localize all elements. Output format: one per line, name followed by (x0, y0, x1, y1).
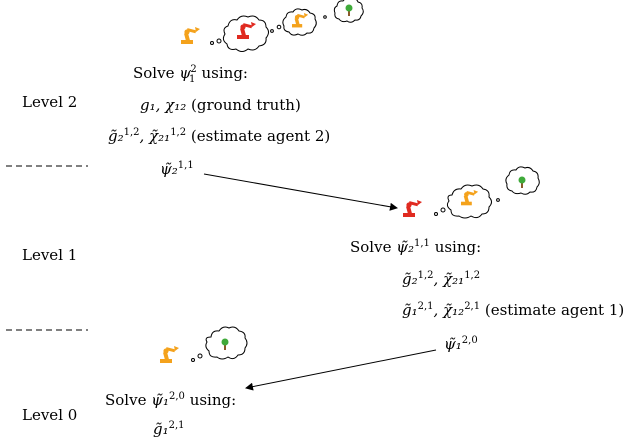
thought-bubble-icon (446, 184, 492, 219)
thought-bubble-icon (222, 15, 269, 52)
thought-dots-icon (270, 24, 282, 33)
level-2-solve-line: Solve ψ12 using: (133, 64, 248, 85)
robot-arm-icon (160, 346, 179, 363)
level-1-estimate2-line: g̃₂1,2, χ̃₂₁1,2 (402, 270, 481, 288)
level-1-label: Level 1 (22, 246, 78, 264)
thought-dots-icon (323, 15, 327, 19)
robot-arm-icon (181, 27, 200, 44)
arrow-level1-to-level0 (245, 349, 437, 391)
thought-dots-icon (210, 38, 222, 45)
level-1-solve-line: Solve ψ̃₂1,1 using: (350, 238, 482, 256)
psi-symbol: ψ (179, 64, 191, 82)
robot-arm-icon (403, 200, 422, 217)
thought-dots-icon (496, 198, 500, 202)
level-1-output-psi: ψ̃₁2,0 (444, 335, 478, 353)
level-0-estimate-line: g̃₁2,1 (153, 420, 185, 438)
level-2-output-psi: ψ̃₂1,1 (160, 160, 194, 178)
arrow-level2-to-level1 (203, 173, 398, 211)
thought-dots-icon (191, 353, 203, 362)
level-0-solve-line: Solve ψ̃₁2,0 using: (105, 391, 237, 409)
thought-dots-icon (434, 207, 446, 216)
level-1-estimate1-line: g̃₁2,1, χ̃₁₂2,1 (estimate agent 1) (402, 301, 624, 319)
level-2-ground-truth-line: g₁, χ₁₂ (ground truth) (140, 96, 301, 114)
level-2-estimate-line: g̃₂1,2, χ̃₂₁1,2 (estimate agent 2) (108, 127, 331, 145)
thought-bubble-icon (282, 8, 317, 36)
level-0-label: Level 0 (22, 406, 78, 424)
level-2-label: Level 2 (22, 93, 78, 111)
